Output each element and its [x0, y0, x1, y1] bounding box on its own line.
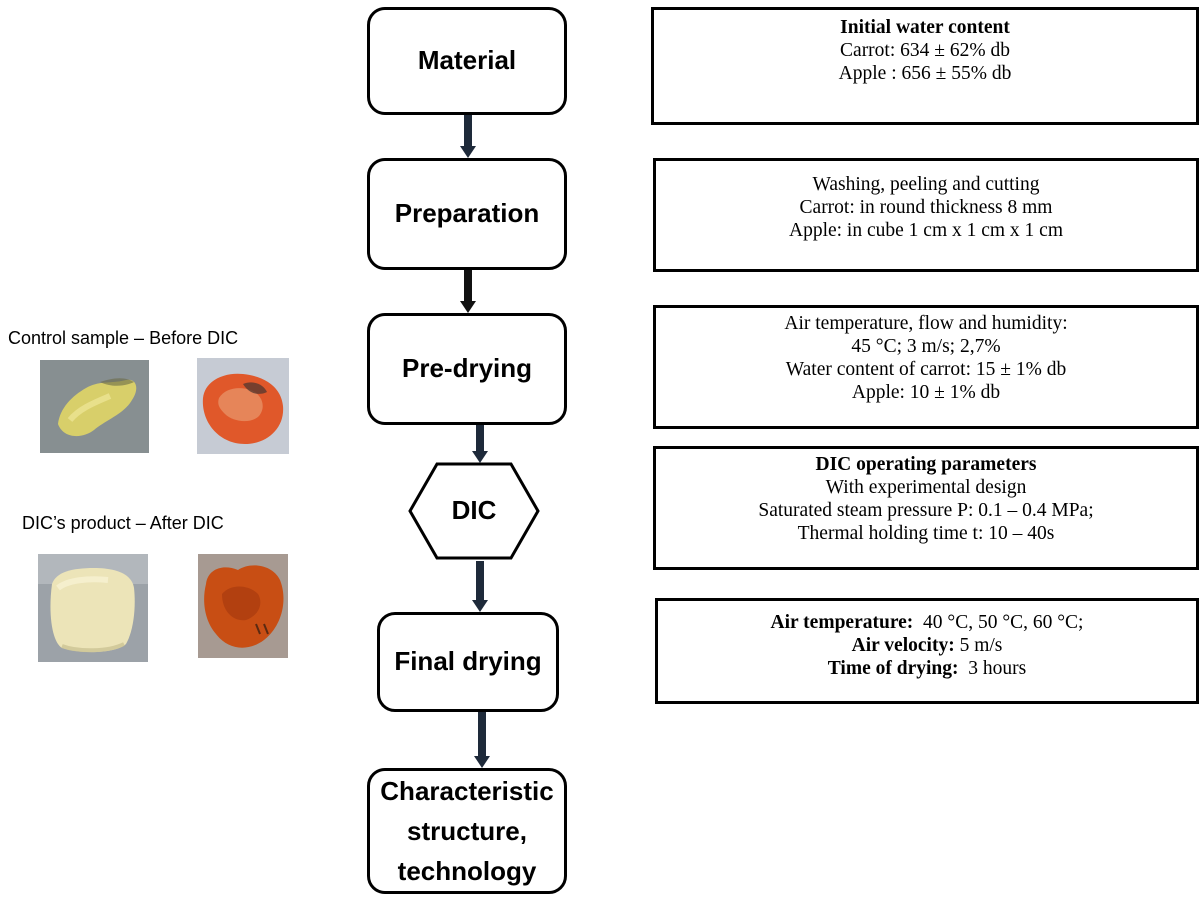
info-material-line-2: Apple : 656 ± 55% db	[838, 63, 1012, 84]
info-preparation: Washing, peeling and cutting Carrot: in …	[653, 158, 1199, 272]
info-final-drying-label-2: Air velocity:	[851, 635, 955, 656]
caption-after-dic: DIC’s product – After DIC	[22, 513, 224, 533]
apple-cube-after	[50, 568, 135, 653]
info-final-drying-label-3: Time of drying:	[827, 658, 959, 679]
info-final-drying-value-3: 3 hours	[958, 658, 1027, 679]
info-dic: DIC operating parameters With experiment…	[653, 446, 1199, 570]
caption-before-dic: Control sample – Before DIC	[8, 328, 239, 348]
info-predrying-line-2: 45 °C; 3 m/s; 2,7%	[851, 336, 1001, 357]
info-preparation-line-3: Apple: in cube 1 cm x 1 cm x 1 cm	[788, 220, 1064, 241]
step-final-drying: Final drying	[377, 612, 559, 712]
step-dic-hexagon	[408, 462, 540, 560]
photo-carrot-before-dic	[197, 358, 289, 454]
step-predrying: Pre-drying	[367, 313, 567, 425]
step-final-drying-label: Final drying	[394, 646, 542, 677]
photo-carrot-after-dic	[198, 554, 288, 658]
step-preparation-label: Preparation	[394, 198, 540, 229]
info-dic-line-3: Thermal holding time t: 10 – 40s	[797, 523, 1055, 544]
info-predrying-line-1: Air temperature, flow and humidity:	[784, 313, 1068, 334]
info-predrying: Air temperature, flow and humidity: 45 °…	[653, 305, 1199, 429]
photo-apple-before-dic	[40, 360, 149, 453]
arrow-material-to-preparation	[460, 115, 476, 158]
info-material-line-1: Carrot: 634 ± 62% db	[840, 40, 1010, 61]
info-final-drying-row-3: Time of drying: 3 hours	[658, 657, 1196, 680]
step-dic: DIC	[407, 461, 541, 561]
info-final-drying-row-1: Air temperature: 40 °C, 50 °C, 60 °C;	[658, 611, 1196, 634]
info-dic-line-1: With experimental design	[825, 477, 1027, 498]
info-final-drying: Air temperature: 40 °C, 50 °C, 60 °C; Ai…	[655, 598, 1199, 704]
info-material: Initial water content Carrot: 634 ± 62% …	[651, 7, 1199, 125]
info-dic-line-2: Saturated steam pressure P: 0.1 – 0.4 MP…	[758, 500, 1094, 521]
arrow-dic-to-final-drying	[472, 561, 488, 612]
info-predrying-line-4: Apple: 10 ± 1% db	[851, 382, 1001, 403]
photo-apple-after-dic	[38, 554, 148, 662]
step-characteristic-line-3: technology	[397, 856, 537, 886]
arrow-final-drying-to-characteristic	[474, 712, 490, 768]
step-dic-label: DIC	[451, 495, 497, 526]
step-material: Material	[367, 7, 567, 115]
arrow-preparation-to-predrying	[460, 270, 476, 313]
step-characteristic-line-2: structure,	[407, 816, 527, 846]
info-material-title: Initial water content	[840, 17, 1010, 38]
step-characteristic: Characteristic structure, technology	[367, 768, 567, 894]
arrow-predrying-to-dic	[472, 425, 488, 463]
info-final-drying-label-1: Air temperature:	[770, 612, 914, 633]
info-final-drying-row-2: Air velocity: 5 m/s	[658, 634, 1196, 657]
apple-piece-before	[58, 379, 137, 437]
step-characteristic-line-1: Characteristic	[380, 776, 554, 806]
info-preparation-line-2: Carrot: in round thickness 8 mm	[799, 197, 1053, 218]
info-dic-title: DIC operating parameters	[815, 454, 1037, 475]
info-final-drying-value-1: 40 °C, 50 °C, 60 °C;	[913, 612, 1084, 633]
info-final-drying-value-2: 5 m/s	[954, 635, 1003, 656]
step-preparation: Preparation	[367, 158, 567, 270]
step-predrying-label: Pre-drying	[401, 353, 533, 384]
info-preparation-line-1: Washing, peeling and cutting	[812, 174, 1040, 195]
info-predrying-line-3: Water content of carrot: 15 ± 1% db	[785, 359, 1067, 380]
step-material-label: Material	[417, 45, 517, 76]
